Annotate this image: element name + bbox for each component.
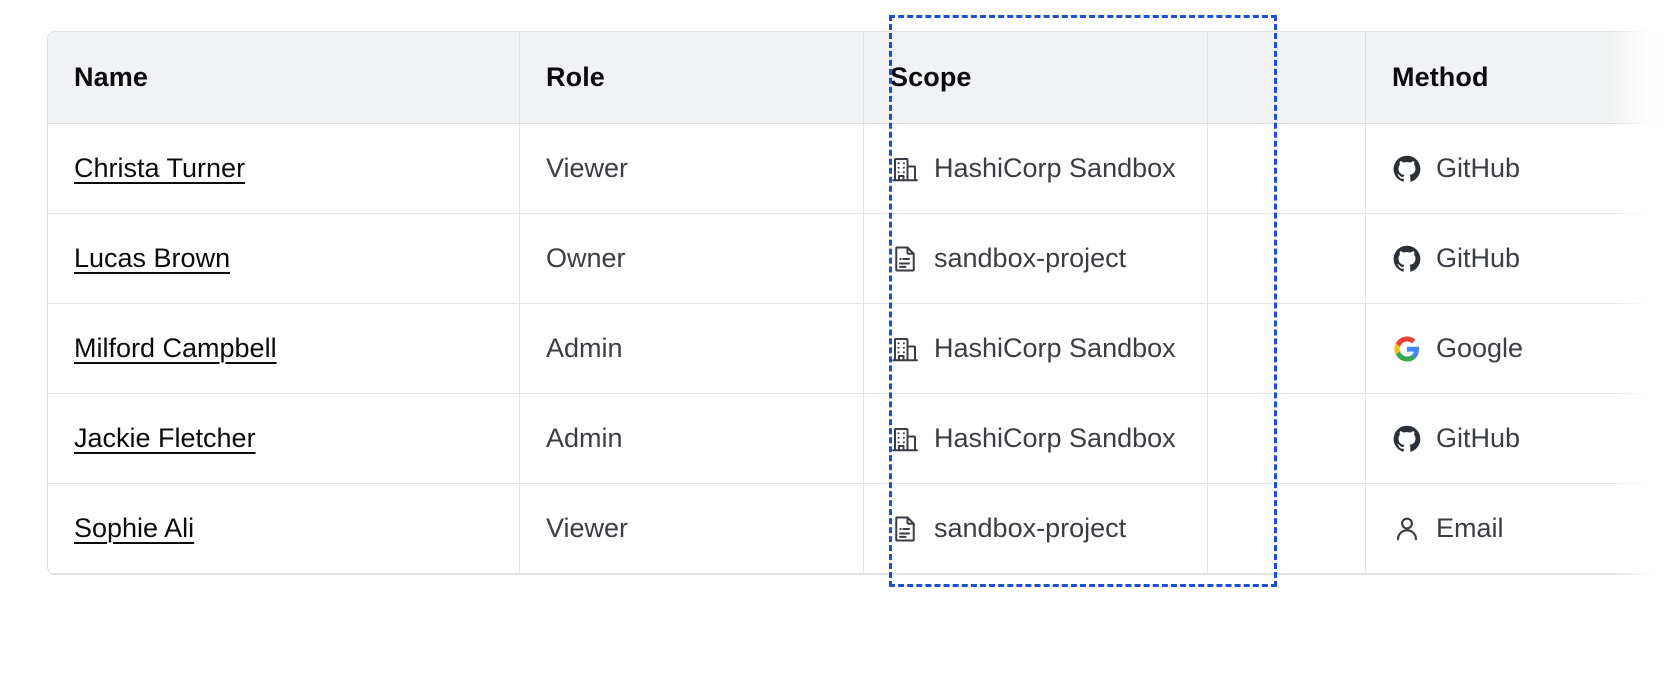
cell-spacer — [1208, 304, 1366, 394]
column-header-blank — [1208, 32, 1366, 124]
table-row: Christa Turner Viewer HashiCorp Sandbox Git… — [48, 124, 1672, 214]
scope-label: sandbox-project — [934, 243, 1127, 273]
cell-scope: HashiCorp Sandbox — [864, 304, 1208, 394]
user-name-link[interactable]: Jackie Fletcher — [74, 423, 256, 453]
table-row: Lucas Brown Owner sandbox-project GitHub — [48, 214, 1672, 304]
cell-role: Owner — [520, 214, 864, 304]
method-label: GitHub — [1436, 423, 1521, 453]
cell-spacer — [1208, 484, 1366, 574]
scope-label: HashiCorp Sandbox — [934, 333, 1176, 363]
organization-building-icon — [890, 424, 920, 454]
cell-spacer — [1208, 124, 1366, 214]
project-document-icon — [890, 514, 920, 544]
method-label: Google — [1436, 333, 1524, 363]
column-header-role[interactable]: Role — [520, 32, 864, 124]
cell-spacer — [1208, 214, 1366, 304]
table-header: Name Role Scope Method — [48, 32, 1672, 124]
method-label: GitHub — [1436, 153, 1521, 183]
cell-method: GitHub — [1366, 124, 1672, 214]
cell-role: Viewer — [520, 124, 864, 214]
cell-name: Jackie Fletcher — [48, 394, 520, 484]
cell-role: Viewer — [520, 484, 864, 574]
github-icon — [1392, 154, 1422, 184]
user-name-link[interactable]: Lucas Brown — [74, 243, 231, 273]
column-header-scope[interactable]: Scope — [864, 32, 1208, 124]
cell-method: GitHub — [1366, 394, 1672, 484]
cell-scope: HashiCorp Sandbox — [864, 124, 1208, 214]
project-document-icon — [890, 244, 920, 274]
cell-name: Milford Campbell — [48, 304, 520, 394]
cell-spacer — [1208, 394, 1366, 484]
cell-name: Lucas Brown — [48, 214, 520, 304]
user-name-link[interactable]: Christa Turner — [74, 153, 246, 183]
scope-label: sandbox-project — [934, 513, 1127, 543]
column-header-name[interactable]: Name — [48, 32, 520, 124]
table-row: Jackie Fletcher Admin HashiCorp Sandbox Git… — [48, 394, 1672, 484]
cell-scope: sandbox-project — [864, 484, 1208, 574]
user-person-icon — [1392, 514, 1422, 544]
scope-label: HashiCorp Sandbox — [934, 423, 1176, 453]
cell-method: GitHub — [1366, 214, 1672, 304]
method-label: Email — [1436, 513, 1504, 543]
table-header-row: Name Role Scope Method — [48, 32, 1672, 124]
cell-name: Sophie Ali — [48, 484, 520, 574]
organization-building-icon — [890, 154, 920, 184]
cell-scope: HashiCorp Sandbox — [864, 394, 1208, 484]
cell-role: Admin — [520, 394, 864, 484]
scope-label: HashiCorp Sandbox — [934, 153, 1176, 183]
user-name-link[interactable]: Milford Campbell — [74, 333, 277, 363]
cell-role: Admin — [520, 304, 864, 394]
cell-name: Christa Turner — [48, 124, 520, 214]
cell-method: Email — [1366, 484, 1672, 574]
column-header-method[interactable]: Method — [1366, 32, 1672, 124]
google-icon — [1392, 334, 1422, 364]
organization-building-icon — [890, 334, 920, 364]
cell-scope: sandbox-project — [864, 214, 1208, 304]
table-row: Sophie Ali Viewer sandbox-project Email — [48, 484, 1672, 574]
github-icon — [1392, 244, 1422, 274]
method-label: GitHub — [1436, 243, 1521, 273]
github-icon — [1392, 424, 1422, 454]
cell-method: Google — [1366, 304, 1672, 394]
table-row: Milford Campbell Admin HashiCorp Sandbox Go… — [48, 304, 1672, 394]
user-name-link[interactable]: Sophie Ali — [74, 513, 195, 543]
